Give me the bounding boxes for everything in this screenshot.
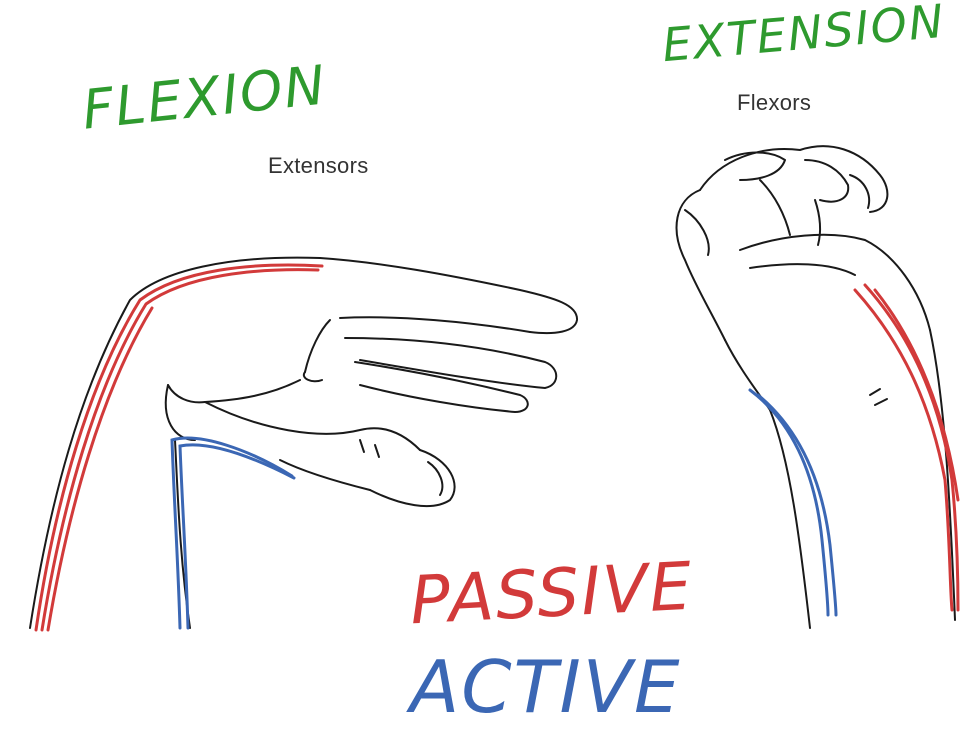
extension-passive-flexor-line-3	[875, 290, 958, 500]
passive-legend-label: PASSIVE	[408, 548, 695, 640]
extensors-label: Extensors	[268, 153, 369, 179]
extension-active-extensor-line	[750, 390, 828, 615]
flexion-active-flexor-line-2	[180, 445, 294, 628]
extension-passive-flexor-line-2	[865, 285, 958, 610]
extension-active-extensor-line-2	[758, 395, 836, 615]
active-legend-label: ACTIVE	[410, 645, 682, 729]
flexion-active-flexor-line	[172, 438, 292, 628]
flexors-label: Flexors	[737, 90, 811, 116]
extended-wrist-hand-drawing	[677, 146, 955, 628]
